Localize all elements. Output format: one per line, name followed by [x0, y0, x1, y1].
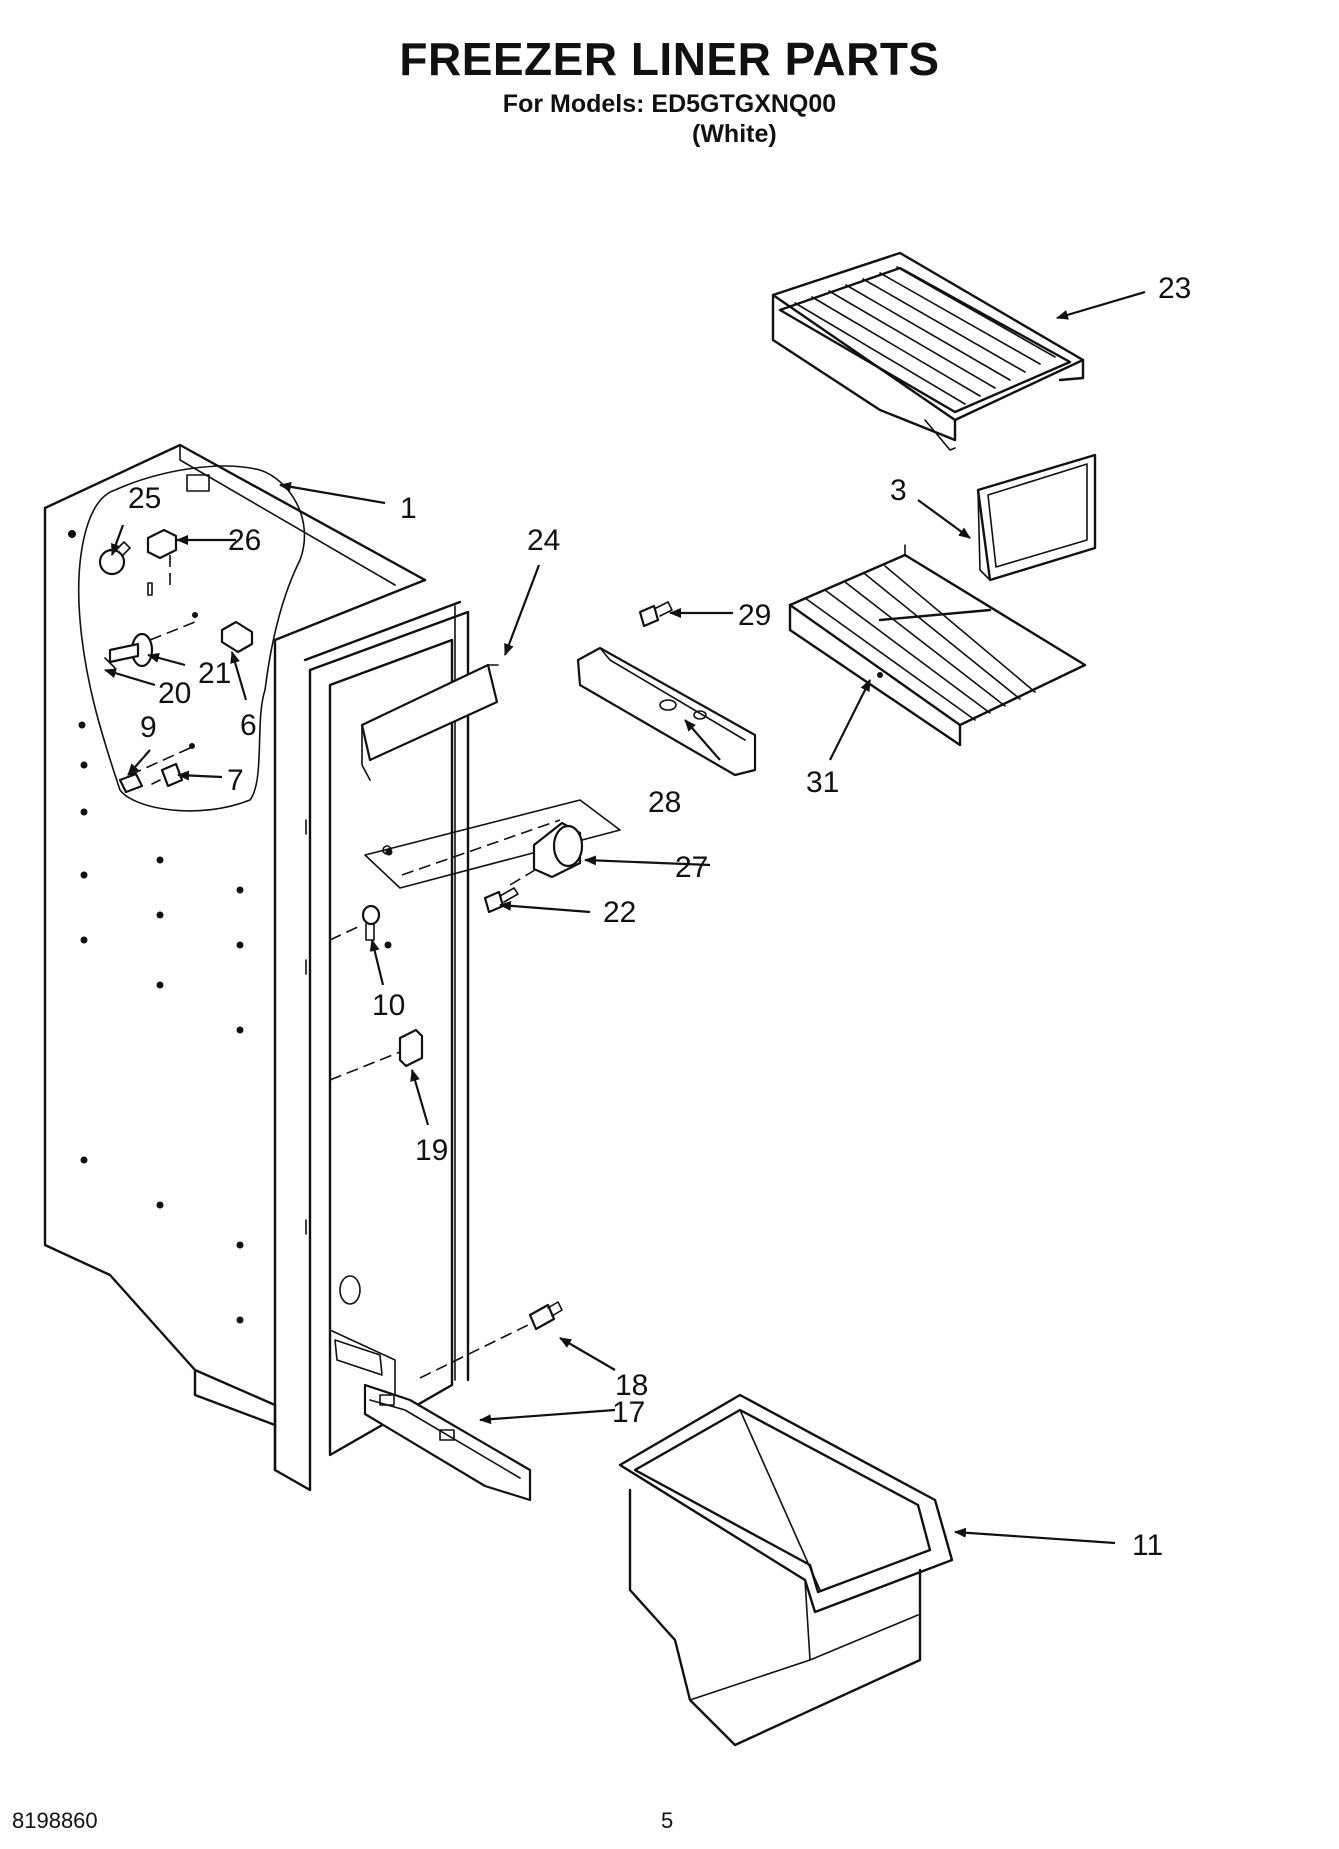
- freezer-liner: [43, 443, 470, 1492]
- leader-lines: [104, 290, 1146, 1545]
- callout-11: 11: [1132, 1529, 1163, 1562]
- storage-bin: [618, 1393, 954, 1747]
- shelf-support: [576, 601, 757, 777]
- page-number: 5: [661, 1808, 674, 1833]
- callout-25: 25: [128, 482, 161, 515]
- callout-9: 9: [140, 711, 157, 744]
- bottom-bracket: [363, 1301, 563, 1502]
- callout-10: 10: [372, 989, 405, 1022]
- callout-1: 1: [400, 492, 417, 525]
- callout-3: 3: [890, 474, 907, 507]
- top-wire-shelf: [771, 251, 1085, 451]
- callout-23: 23: [1158, 272, 1191, 305]
- callout-labels: 1 23 3 24 25 26 21 20 6 9 7 29 28 31 27 …: [128, 272, 1191, 1562]
- callout-29: 29: [738, 599, 771, 632]
- callout-26: 26: [228, 524, 261, 557]
- callout-21: 21: [198, 657, 231, 690]
- callout-24: 24: [527, 524, 560, 557]
- document-number: 8198860: [12, 1808, 98, 1833]
- control-panel-area: [364, 799, 621, 914]
- callout-27: 27: [675, 851, 708, 884]
- callout-22: 22: [603, 896, 636, 929]
- callout-19: 19: [415, 1134, 448, 1167]
- callout-31: 31: [806, 766, 839, 799]
- page-title: FREEZER LINER PARTS: [399, 33, 940, 85]
- color-variant: (White): [692, 120, 777, 148]
- light-shield: [360, 663, 499, 781]
- callout-6: 6: [240, 709, 257, 742]
- callout-17: 17: [612, 1396, 645, 1429]
- lamp-assembly: [98, 528, 254, 794]
- models-line: For Models: ED5GTGXNQ00: [502, 90, 837, 118]
- callout-28: 28: [648, 786, 681, 819]
- shelf-frame: [976, 453, 1097, 582]
- screw-and-switch: [329, 904, 424, 1081]
- callout-7: 7: [227, 764, 244, 797]
- callout-20: 20: [158, 677, 191, 710]
- wire-shelf: [788, 544, 1087, 747]
- callout-18: 18: [615, 1369, 648, 1402]
